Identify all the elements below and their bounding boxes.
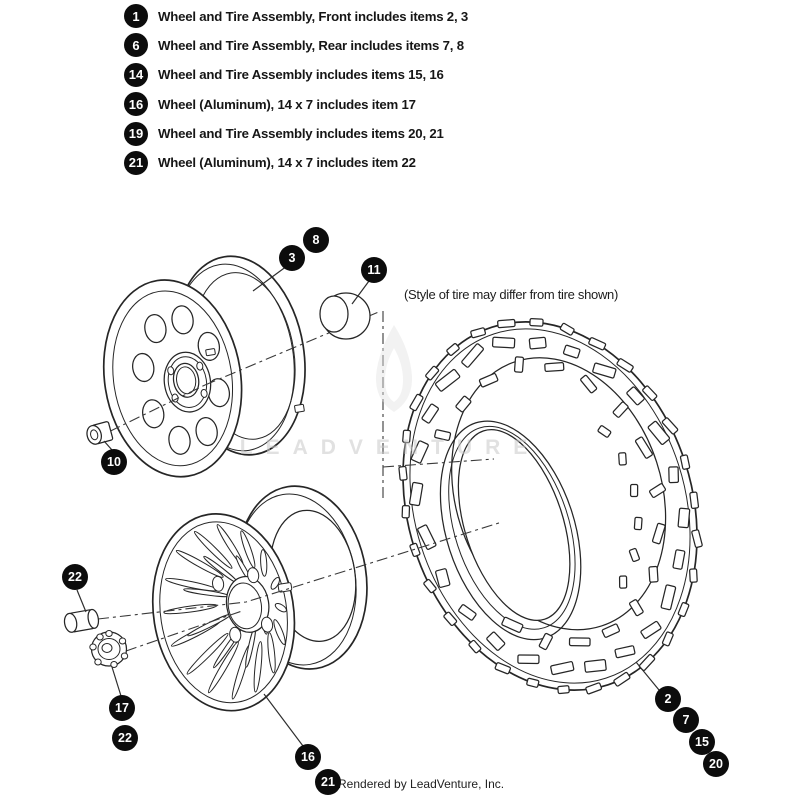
lug-nut-10-drawing — [86, 421, 114, 445]
tire-drawing — [402, 321, 698, 691]
callout-3[interactable]: 3 — [279, 245, 305, 271]
aluminum-wheel-drawing — [151, 485, 368, 712]
footer-credit: Rendered by LeadVenture, Inc. — [338, 777, 505, 791]
callout-21[interactable]: 21 — [315, 769, 341, 795]
legend-item-number-badge: 6 — [124, 33, 148, 58]
legend-item-number-badge: 1 — [124, 4, 148, 28]
legend-item-text: Wheel (Aluminum), 14 x 7 includes item 2… — [158, 155, 416, 171]
center-cap-17-drawing — [89, 630, 129, 668]
legend: 1 Wheel and Tire Assembly, Front include… — [124, 4, 468, 180]
legend-item-number-badge: 21 — [124, 150, 148, 175]
callout-10[interactable]: 10 — [101, 449, 127, 475]
aluminum-wheel-spoke-slots — [163, 524, 287, 700]
callout-11[interactable]: 11 — [361, 257, 387, 283]
legend-item-text: Wheel and Tire Assembly includes items 2… — [158, 126, 444, 142]
tire-tread-blocks — [398, 318, 703, 695]
leader-lines — [76, 265, 660, 747]
callout-15[interactable]: 15 — [689, 729, 715, 755]
legend-item[interactable]: 1 Wheel and Tire Assembly, Front include… — [124, 4, 468, 28]
steel-wheel-drawing — [102, 255, 306, 478]
legend-item-number-badge: 19 — [124, 121, 148, 146]
callout-17[interactable]: 17 — [109, 695, 135, 721]
legend-item-number-badge: 16 — [124, 92, 148, 117]
tire-style-note: (Style of tire may differ from tire show… — [404, 287, 619, 302]
legend-item-text: Wheel (Aluminum), 14 x 7 includes item 1… — [158, 96, 416, 112]
callout-22[interactable]: 22 — [62, 564, 88, 590]
callout-22[interactable]: 22 — [112, 725, 138, 751]
callout-16[interactable]: 16 — [295, 744, 321, 770]
legend-item-text: Wheel and Tire Assembly, Rear includes i… — [158, 37, 464, 53]
legend-item-number-badge: 14 — [124, 62, 148, 87]
callout-20[interactable]: 20 — [703, 751, 729, 777]
callout-8[interactable]: 8 — [303, 227, 329, 253]
lug-nut-22-drawing — [63, 608, 100, 633]
lug-nut-cap-drawing — [319, 292, 371, 340]
legend-item[interactable]: 19 Wheel and Tire Assembly includes item… — [124, 121, 468, 146]
legend-item-text: Wheel and Tire Assembly includes items 1… — [158, 67, 444, 83]
legend-item[interactable]: 21 Wheel (Aluminum), 14 x 7 includes ite… — [124, 150, 468, 175]
callout-2[interactable]: 2 — [655, 686, 681, 712]
legend-item-text: Wheel and Tire Assembly, Front includes … — [158, 8, 469, 24]
hardware — [63, 292, 371, 668]
callout-7[interactable]: 7 — [673, 707, 699, 733]
legend-item[interactable]: 16 Wheel (Aluminum), 14 x 7 includes ite… — [124, 92, 468, 117]
legend-item[interactable]: 6 Wheel and Tire Assembly, Rear includes… — [124, 33, 468, 58]
legend-item[interactable]: 14 Wheel and Tire Assembly includes item… — [124, 62, 468, 87]
